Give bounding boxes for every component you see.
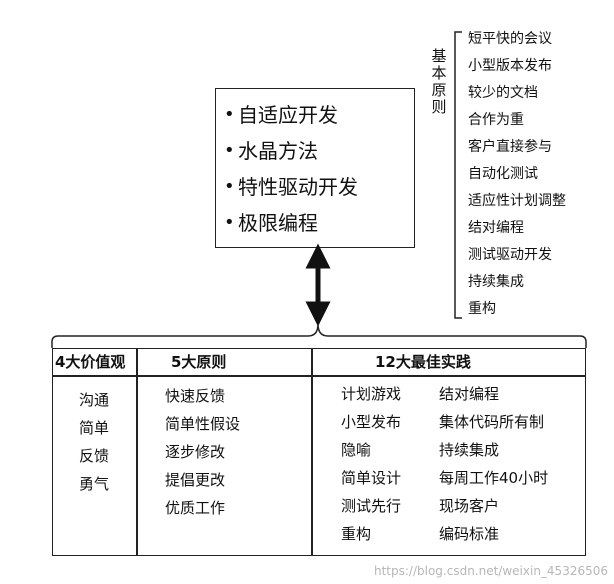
value-item: 沟通 (79, 391, 110, 409)
principle-cell: 简单性假设 (165, 415, 241, 433)
principle-item: 自动化测试 (468, 166, 538, 182)
practice-item: 隐喻 (341, 441, 372, 459)
principle-item: 持续集成 (468, 274, 524, 290)
practice-item: 测试先行 (341, 497, 402, 515)
practice-item: 现场客户 (439, 497, 500, 515)
method-label: 特性驱动开发 (238, 175, 358, 199)
principle-item: 小型版本发布 (468, 58, 552, 74)
method-item: • 极限编程 (216, 211, 414, 235)
method-item: • 水晶方法 (216, 139, 414, 163)
principle-item: 较少的文档 (468, 85, 538, 101)
bullet-icon: • (224, 212, 235, 233)
principle-item: 重构 (468, 301, 496, 317)
practice-item: 重构 (341, 525, 372, 543)
methods-box: • 自适应开发 • 水晶方法 • 特性驱动开发 • 极限编程 (215, 88, 415, 248)
principles-header: 5大原则 (171, 353, 227, 371)
practice-item: 结对编程 (439, 385, 500, 403)
practice-item: 简单设计 (341, 469, 402, 487)
principle-cell: 快速反馈 (165, 387, 226, 405)
principle-item: 短平快的会议 (468, 31, 552, 47)
method-label: 水晶方法 (238, 139, 318, 163)
watermark: https://blog.csdn.net/weixin_45326506 (373, 564, 608, 578)
practice-item: 小型发布 (341, 413, 402, 431)
method-item: • 特性驱动开发 (216, 175, 414, 199)
practices-table: 4大价值观 5大原则 12大最佳实践 沟通 简单 反馈 勇气 快速反馈 简单性假… (52, 348, 586, 556)
method-item: • 自适应开发 (216, 103, 414, 127)
principle-item: 客户直接参与 (468, 139, 552, 155)
principles-bracket (454, 31, 462, 319)
method-label: 自适应开发 (238, 103, 338, 127)
column-divider (311, 349, 313, 555)
principle-item: 测试驱动开发 (468, 247, 552, 263)
principle-cell: 优质工作 (165, 499, 226, 517)
bullet-icon: • (224, 176, 235, 197)
principle-item: 适应性计划调整 (468, 193, 566, 209)
bullet-icon: • (224, 104, 235, 125)
bullet-icon: • (224, 140, 235, 161)
header-divider (53, 375, 585, 377)
table-brace (51, 323, 587, 348)
practice-item: 集体代码所有制 (439, 413, 545, 431)
practice-item: 每周工作40小时 (439, 469, 549, 487)
principle-item: 合作为重 (468, 112, 524, 128)
principle-cell: 提倡更改 (165, 471, 226, 489)
value-item: 勇气 (79, 475, 110, 493)
method-label: 极限编程 (238, 211, 318, 235)
practice-item: 持续集成 (439, 441, 500, 459)
values-header: 4大价值观 (55, 353, 126, 371)
column-divider (136, 349, 138, 555)
value-item: 反馈 (79, 447, 110, 465)
principles-heading: 基本原则 (431, 47, 447, 116)
principle-cell: 逐步修改 (165, 443, 226, 461)
practices-header: 12大最佳实践 (375, 353, 471, 371)
value-item: 简单 (79, 419, 110, 437)
practice-item: 计划游戏 (341, 385, 402, 403)
principle-item: 结对编程 (468, 220, 524, 236)
practice-item: 编码标准 (439, 525, 500, 543)
